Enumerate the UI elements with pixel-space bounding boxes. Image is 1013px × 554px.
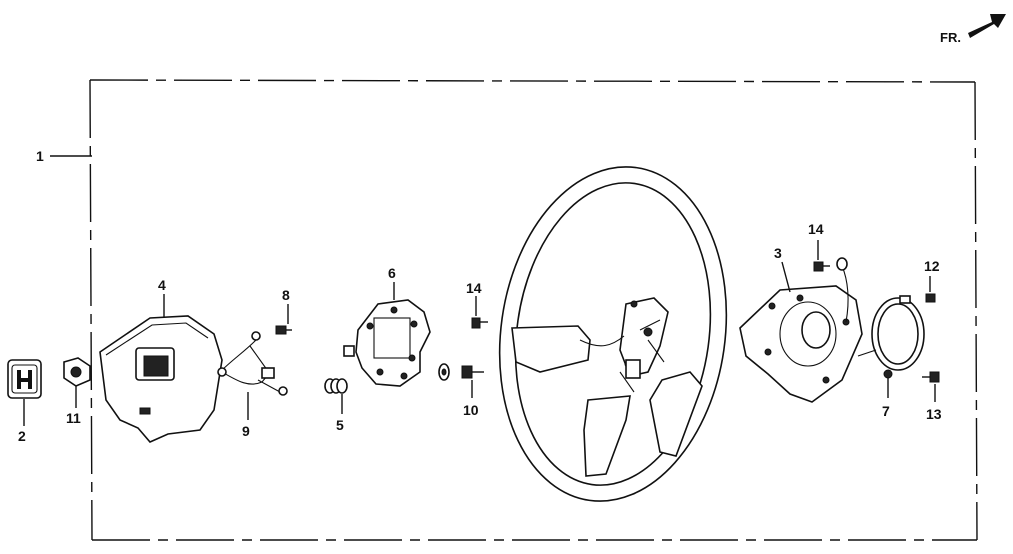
svg-text:7: 7 <box>882 403 890 419</box>
svg-text:8: 8 <box>282 287 290 303</box>
front-direction-label: FR. <box>940 30 961 45</box>
bolt-part-13: 13 <box>922 371 942 422</box>
svg-text:4: 4 <box>158 277 166 293</box>
svg-text:12: 12 <box>924 258 940 274</box>
screw-part-8: 8 <box>275 287 292 335</box>
horn-pad-cover: 4 <box>99 277 223 443</box>
svg-text:10: 10 <box>463 402 479 418</box>
hub-cover-part-3: 3 <box>739 245 863 403</box>
spring-part-5: 5 <box>324 378 348 433</box>
screw-part-12: 12 <box>924 258 940 303</box>
svg-text:5: 5 <box>336 417 344 433</box>
callout-1: 1 <box>36 148 92 164</box>
svg-text:9: 9 <box>242 423 250 439</box>
front-direction-indicator: FR. <box>940 14 1006 45</box>
svg-text:14: 14 <box>808 221 824 237</box>
screw-part-14-right: 14 <box>808 221 830 272</box>
wire-harness-part-9: 9 <box>217 331 288 439</box>
steering-wheel <box>498 166 728 502</box>
svg-text:3: 3 <box>774 245 782 261</box>
honda-emblem: 2 <box>7 359 42 444</box>
screw-part-14-left: 14 <box>466 280 488 329</box>
assembly-outline <box>89 79 978 541</box>
svg-text:14: 14 <box>466 280 482 296</box>
contact-plate-part-6: 6 <box>343 265 431 387</box>
svg-text:2: 2 <box>18 428 26 444</box>
nut-part-11: 11 <box>63 357 91 426</box>
front-arrow-icon <box>968 14 1006 38</box>
svg-text:1: 1 <box>36 148 44 164</box>
washer-bolt-part-10: 10 <box>438 363 484 418</box>
svg-text:6: 6 <box>388 265 396 281</box>
horn-ring <box>857 295 925 371</box>
svg-text:13: 13 <box>926 406 942 422</box>
svg-text:11: 11 <box>66 410 81 426</box>
clip-part-7: 7 <box>882 369 893 419</box>
